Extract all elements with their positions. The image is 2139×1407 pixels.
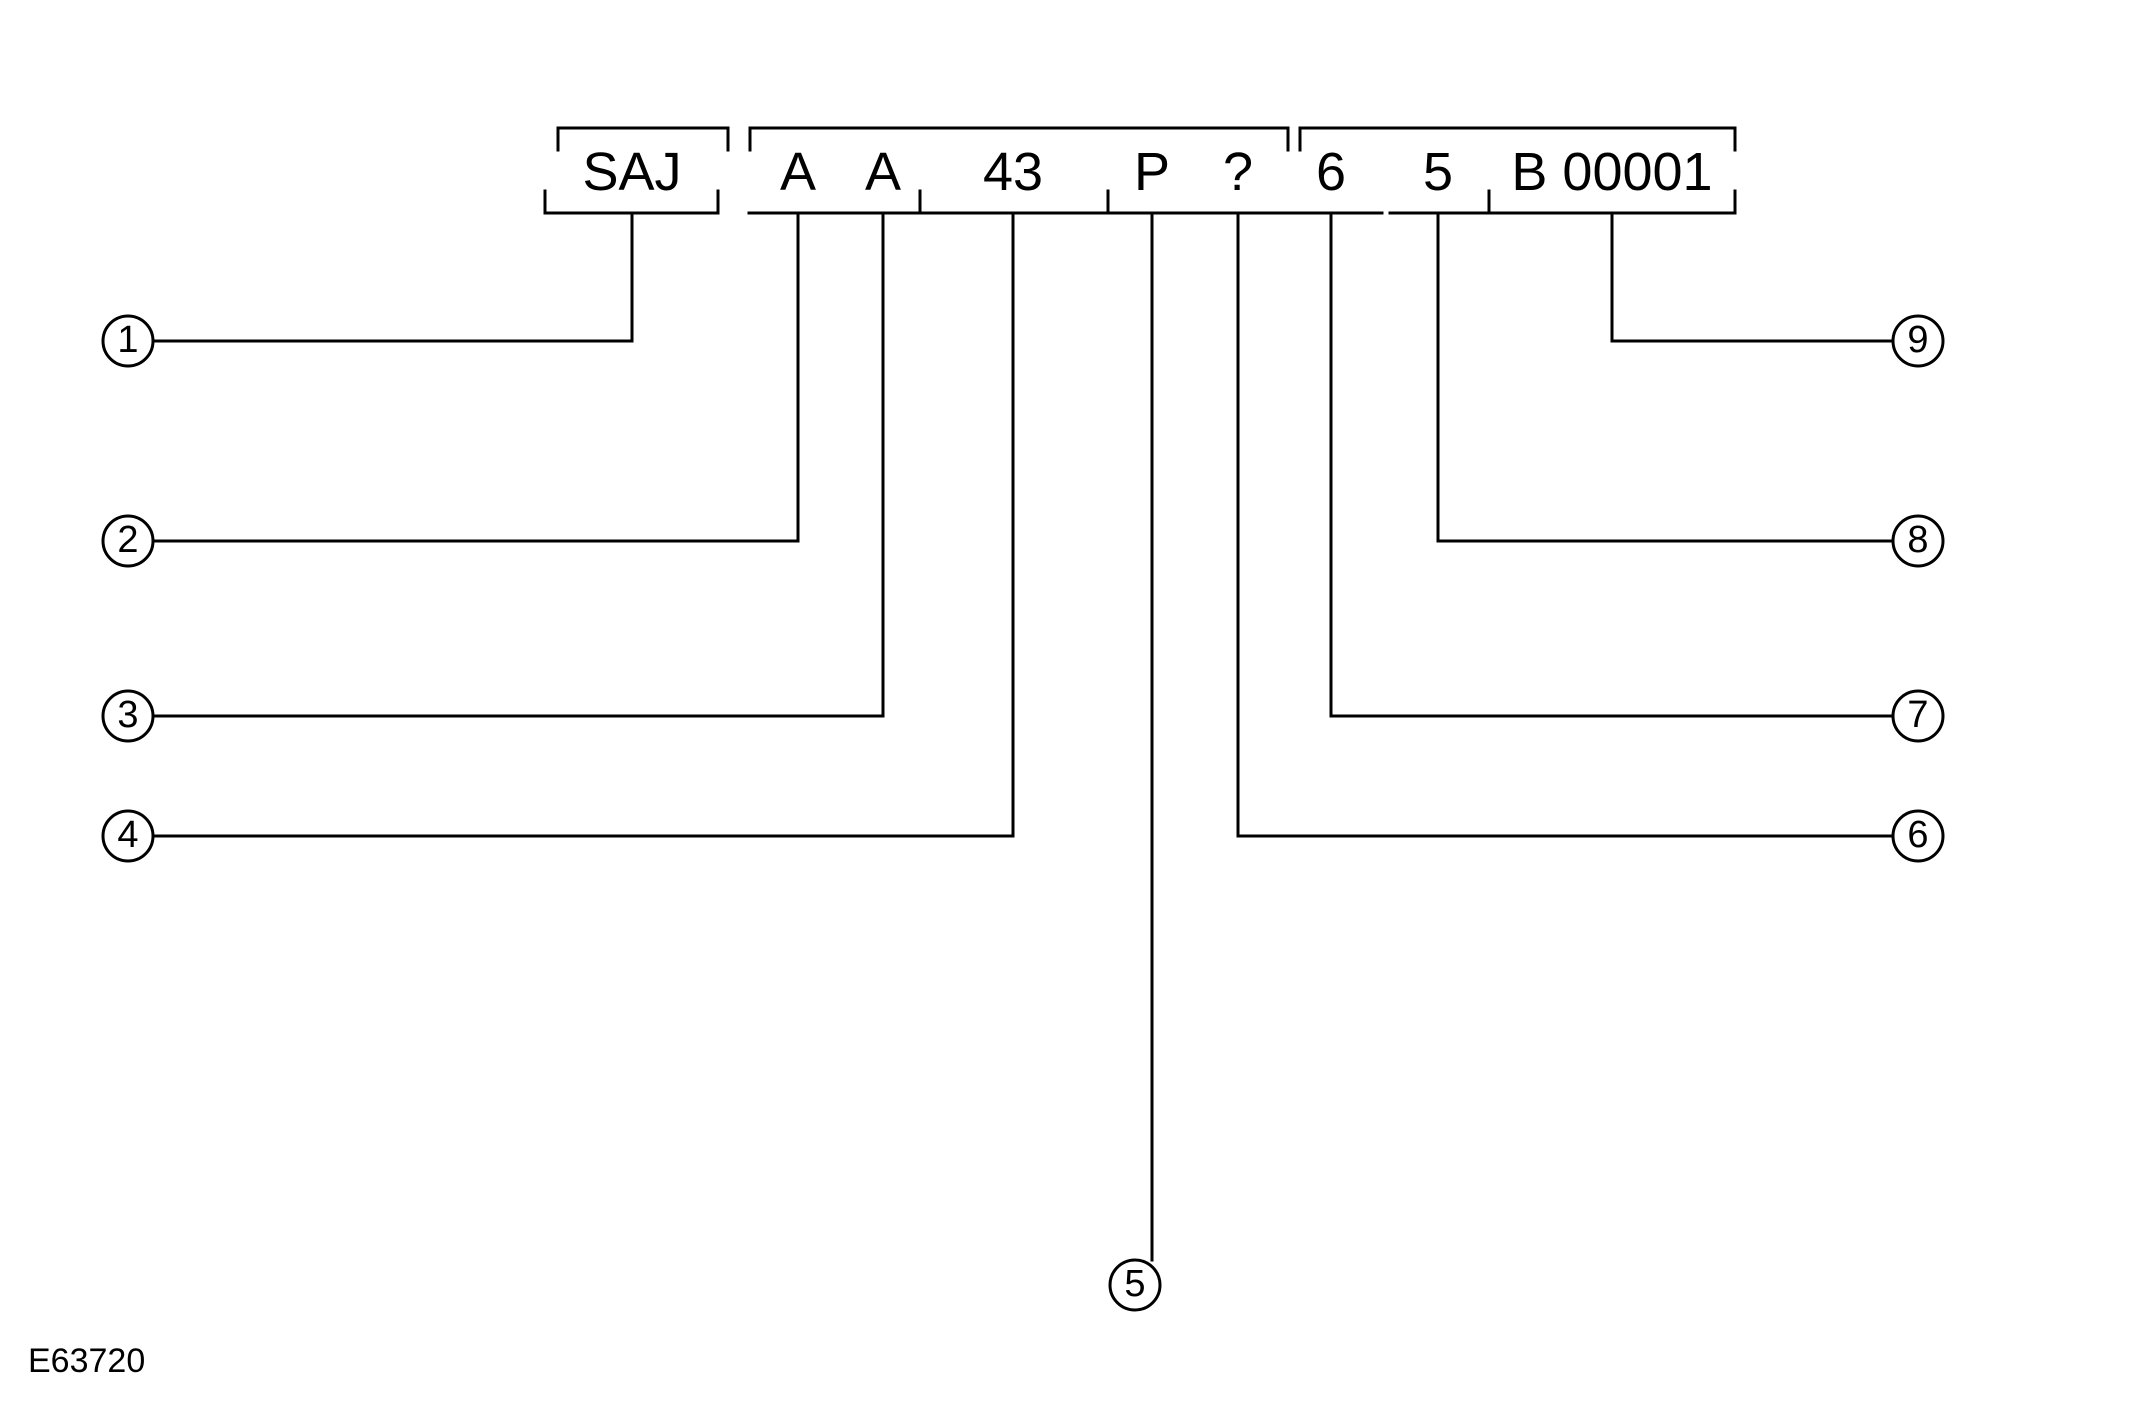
vin-segment-check-digit: ? bbox=[1223, 142, 1253, 202]
vin-segment-assembly-plant: 5 bbox=[1423, 142, 1453, 202]
top-bracket-vds-group bbox=[748, 126, 1290, 152]
top-bracket-wmi-group bbox=[556, 126, 730, 152]
callout-number-2: 2 bbox=[117, 519, 138, 561]
vin-segment-vds-3: 43 bbox=[983, 142, 1043, 202]
callout-circle-1[interactable] bbox=[101, 314, 155, 368]
top-bracket-vis-group bbox=[1298, 126, 1737, 152]
callout-number-7: 7 bbox=[1907, 694, 1928, 736]
leader-line-9 bbox=[1610, 211, 1895, 343]
callout-circle-7[interactable] bbox=[1891, 689, 1945, 743]
callout-5[interactable]: 5 bbox=[1108, 1258, 1162, 1312]
callout-7[interactable]: 7 bbox=[1891, 689, 1945, 743]
callout-4[interactable]: 4 bbox=[101, 809, 155, 863]
callout-circle-9[interactable] bbox=[1891, 314, 1945, 368]
callout-3[interactable]: 3 bbox=[101, 689, 155, 743]
figure-id-label: E63720 bbox=[28, 1342, 145, 1380]
callout-circle-6[interactable] bbox=[1891, 809, 1945, 863]
callout-number-9: 9 bbox=[1907, 319, 1928, 361]
vin-top-brackets bbox=[556, 126, 1737, 152]
vin-segment-wmi: SAJ bbox=[582, 142, 681, 202]
callout-2[interactable]: 2 bbox=[101, 514, 155, 568]
callout-leader-lines bbox=[151, 211, 1895, 1262]
callout-number-5: 5 bbox=[1124, 1263, 1145, 1305]
vin-segment-serial-number: B 00001 bbox=[1511, 142, 1712, 202]
leader-line-4 bbox=[151, 211, 1015, 838]
callout-circle-2[interactable] bbox=[101, 514, 155, 568]
callout-number-8: 8 bbox=[1907, 519, 1928, 561]
callout-number-1: 1 bbox=[117, 319, 138, 361]
callout-circle-3[interactable] bbox=[101, 689, 155, 743]
callout-number-4: 4 bbox=[117, 814, 138, 856]
leader-line-2 bbox=[151, 211, 800, 543]
callout-9[interactable]: 9 bbox=[1891, 314, 1945, 368]
callout-number-3: 3 bbox=[117, 694, 138, 736]
vin-segment-model-year: 6 bbox=[1316, 142, 1346, 202]
callout-number-6: 6 bbox=[1907, 814, 1928, 856]
leader-line-7 bbox=[1329, 211, 1895, 718]
leader-line-8 bbox=[1436, 211, 1895, 543]
callout-8[interactable]: 8 bbox=[1891, 514, 1945, 568]
callout-circle-8[interactable] bbox=[1891, 514, 1945, 568]
callout-1[interactable]: 1 bbox=[101, 314, 155, 368]
leader-line-6 bbox=[1236, 211, 1895, 838]
vin-segment-vds-2: A bbox=[865, 142, 901, 202]
callout-circle-5[interactable] bbox=[1108, 1258, 1162, 1312]
callout-6[interactable]: 6 bbox=[1891, 809, 1945, 863]
leader-line-1 bbox=[151, 211, 634, 343]
leader-line-3 bbox=[151, 211, 885, 718]
vin-segment-vds-4: P bbox=[1134, 142, 1170, 202]
callout-bubbles: 1 2 3 4 5 6 7 8 9 bbox=[101, 314, 1945, 1312]
vin-segment-vds-1: A bbox=[780, 142, 816, 202]
callout-circle-4[interactable] bbox=[101, 809, 155, 863]
